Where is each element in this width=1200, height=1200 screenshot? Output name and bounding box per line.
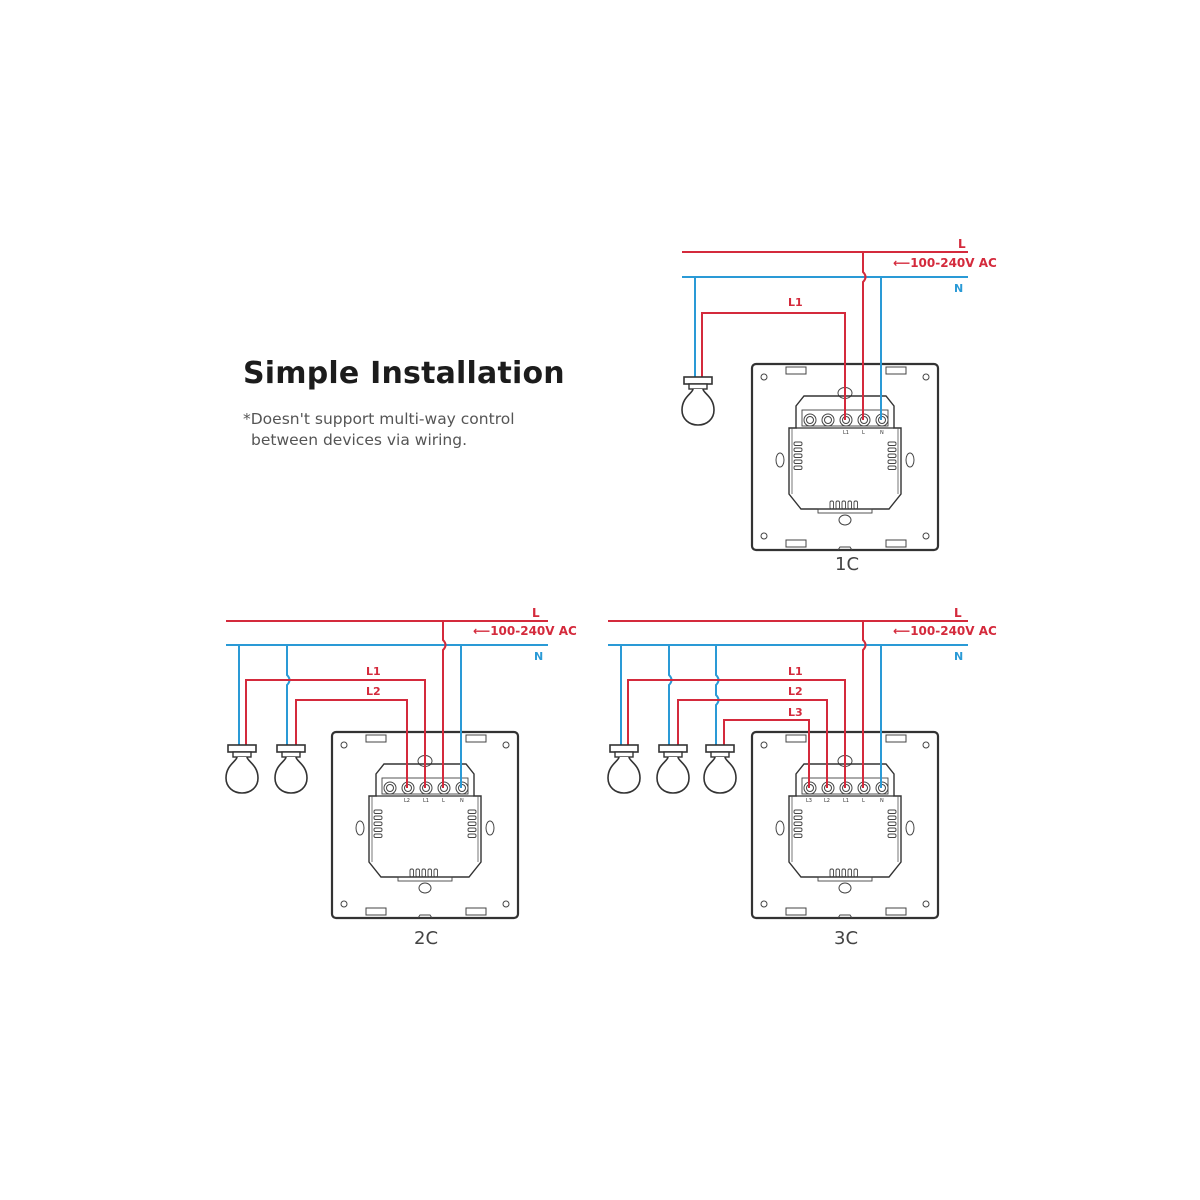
live-label: L (954, 606, 962, 620)
load-label-l1: L1 (788, 665, 803, 678)
page-title: Simple Installation (243, 356, 565, 391)
terminal-label: N (880, 430, 884, 436)
load-label-l2: L2 (366, 685, 381, 698)
live-label: L (958, 237, 966, 251)
note-line-2: between devices via wiring. (251, 431, 468, 449)
terminal-label: L1 (843, 430, 849, 436)
diagram-caption: 1C (835, 554, 859, 575)
voltage-label: ⟵100-240V AC (893, 624, 997, 638)
load-label-l3: L3 (788, 706, 803, 719)
neutral-label: N (954, 282, 963, 295)
terminal-label: L2 (824, 798, 830, 804)
installation-note: *Doesn't support multi-way control betwe… (243, 409, 515, 451)
terminal-label: L (862, 430, 865, 436)
terminal-label: N (460, 798, 464, 804)
terminal-label: L (442, 798, 445, 804)
diagram-2c: L ⟵100-240V AC N L1 L2 L2 L1 L N 2C (225, 606, 577, 949)
terminal-label: N (880, 798, 884, 804)
load-label-l1: L1 (366, 665, 381, 678)
diagram-caption: 3C (834, 928, 858, 949)
neutral-label: N (534, 650, 543, 663)
voltage-label: ⟵100-240V AC (893, 256, 997, 270)
terminal-label: L1 (423, 798, 429, 804)
voltage-label: ⟵100-240V AC (473, 624, 577, 638)
diagram-caption: 2C (414, 928, 438, 949)
diagram-1c: L ⟵100-240V AC N L1 L1 L N 1C (681, 237, 997, 575)
terminal-label: L3 (806, 798, 812, 804)
neutral-label: N (954, 650, 963, 663)
load-label-l2: L2 (788, 685, 803, 698)
live-label: L (532, 606, 540, 620)
terminal-label: L2 (404, 798, 410, 804)
diagram-3c: L ⟵100-240V AC N L1 L2 L3 L3 L2 L1 L N 3… (607, 606, 997, 949)
note-line-1: *Doesn't support multi-way control (243, 410, 515, 428)
terminal-label: L1 (843, 798, 849, 804)
load-label-l1: L1 (788, 296, 803, 309)
terminal-label: L (862, 798, 865, 804)
